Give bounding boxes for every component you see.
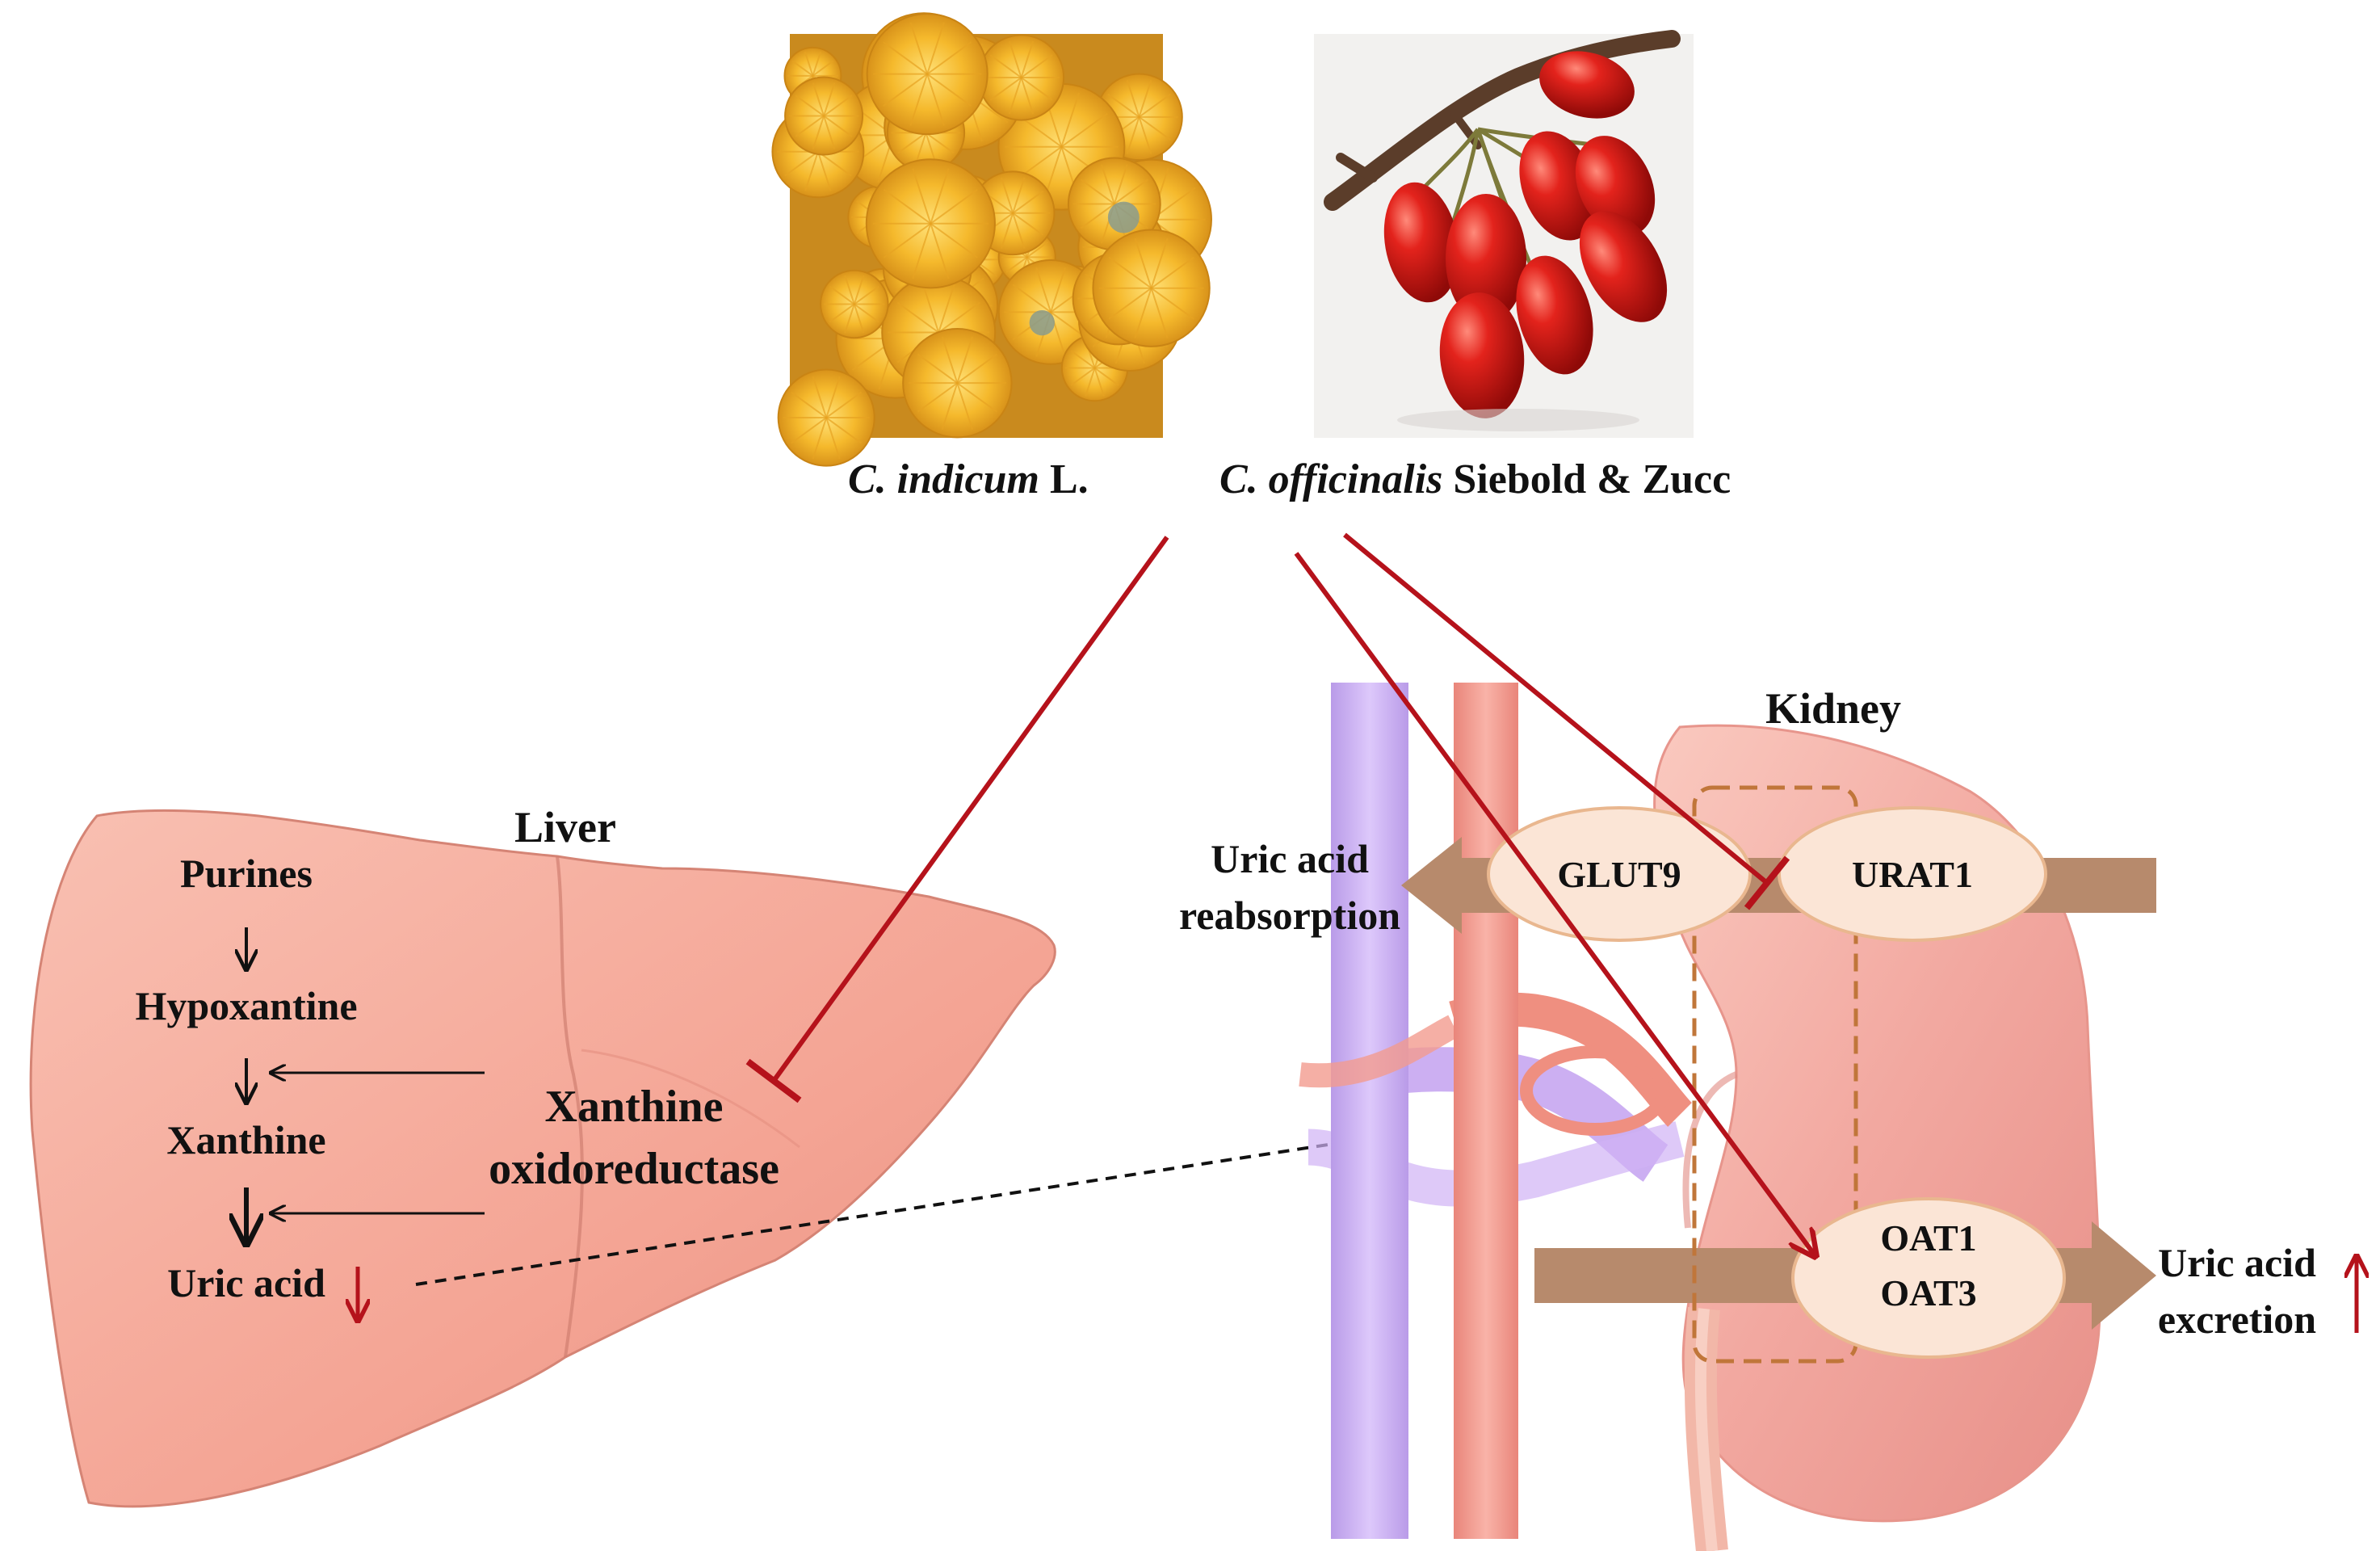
liver-illustration bbox=[29, 809, 1056, 1508]
pathway-uric-acid: Uric acid bbox=[167, 1260, 325, 1305]
inhibit-xanthine-oxidoreductase-line bbox=[771, 536, 1169, 1082]
pathway-purines: Purines bbox=[180, 851, 313, 896]
reabsorption-label-line1: Uric acid bbox=[1211, 836, 1369, 881]
excretion-label-line1: Uric acid bbox=[2158, 1240, 2316, 1285]
plant-label-c-indicum: C. indicum L. bbox=[848, 456, 1089, 502]
inhibit-urat1-line bbox=[1343, 532, 1769, 885]
artery bbox=[1454, 683, 1518, 1539]
vein bbox=[1331, 683, 1408, 1539]
cornus-berries-image bbox=[1314, 30, 1694, 438]
blood-vessels bbox=[1299, 683, 1693, 1539]
activate-oat-line bbox=[1294, 552, 1815, 1256]
oat1-oat3-transporter: OAT1 OAT3 bbox=[1791, 1197, 2066, 1359]
kidney-title: Kidney bbox=[1765, 684, 1901, 733]
excretion-label-line2: excretion bbox=[2158, 1297, 2316, 1342]
glut9-transporter: GLUT9 bbox=[1487, 806, 1752, 942]
svg-text:OAT1: OAT1 bbox=[1880, 1217, 1976, 1259]
tubule-dashed-box bbox=[1692, 785, 1858, 1364]
enzyme-label-line1: Xanthine bbox=[545, 1082, 724, 1132]
inhibit-xanthine-oxidoreductase-bar bbox=[745, 1058, 802, 1103]
reabsorption-label-line2: reabsorption bbox=[1179, 893, 1400, 938]
enzyme-label-line2: oxidoreductase bbox=[489, 1144, 779, 1194]
liver-title: Liver bbox=[514, 803, 616, 851]
svg-text:GLUT9: GLUT9 bbox=[1557, 854, 1681, 895]
svg-text:OAT3: OAT3 bbox=[1880, 1272, 1976, 1314]
pathway-hypoxantine: Hypoxantine bbox=[135, 983, 357, 1028]
chrysanthemum-image bbox=[771, 12, 1212, 467]
inhibit-urat1-bar bbox=[1744, 855, 1790, 910]
urat1-transporter: URAT1 bbox=[1778, 806, 2047, 942]
pathway-xanthine: Xanthine bbox=[166, 1117, 325, 1162]
plant-label-c-officinalis: C. officinalis Siebold & Zucc bbox=[1219, 456, 1731, 502]
svg-text:URAT1: URAT1 bbox=[1852, 854, 1973, 895]
uric-acid-to-blood-dashed-arrow bbox=[415, 1139, 1365, 1286]
